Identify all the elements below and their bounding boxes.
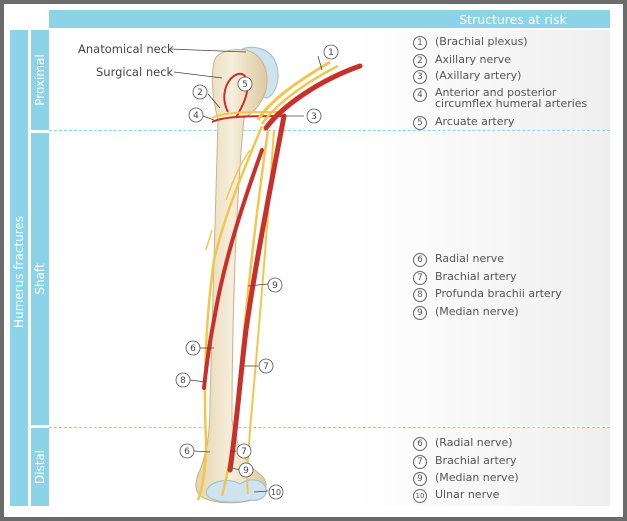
list-number: 3	[413, 70, 427, 84]
divider-proximal-shaft	[49, 130, 610, 131]
list-text: (Median nerve)	[435, 305, 519, 318]
marker-6-distal	[179, 443, 195, 459]
marker-2	[192, 84, 208, 100]
list-item: 2 Axillary nerve	[413, 53, 511, 68]
list-item: 9 (Median nerve)	[413, 471, 519, 486]
marker-4-text: 4	[193, 111, 199, 121]
list-number: 4	[413, 88, 427, 102]
brachial-artery	[227, 113, 287, 473]
list-item: 4 Anterior and posterior circumflex humer…	[413, 87, 605, 109]
marker-7-text: 7	[263, 362, 269, 372]
region-bar-proximal	[31, 30, 49, 130]
region-bar-distal	[31, 428, 49, 506]
marker-8-text: 8	[180, 376, 186, 386]
radial-nerve	[196, 125, 264, 501]
marker-2-text: 2	[197, 88, 203, 98]
list-text: Anterior and posterior circumflex humera…	[435, 86, 588, 110]
list-number: 7	[413, 271, 427, 285]
marker-9-text: 9	[272, 281, 278, 291]
list-text: Axillary nerve	[435, 53, 512, 66]
list-number: 9	[413, 306, 427, 320]
header-bar	[49, 10, 610, 28]
marker-1-text: 1	[328, 48, 334, 58]
nerve-branch-2	[205, 229, 213, 251]
list-number: 6	[413, 437, 427, 451]
header-title: Structures at risk	[459, 12, 567, 27]
divider-shaft-distal	[49, 427, 610, 428]
list-item: 7 Brachial artery	[413, 454, 517, 469]
list-number: 2	[413, 54, 427, 68]
nerve-branch	[225, 149, 251, 201]
brachial-plexus-2	[260, 64, 339, 125]
list-number: 10	[413, 489, 427, 503]
list-text: Ulnar nerve	[435, 488, 500, 501]
marker-9-distal-text: 9	[243, 466, 249, 476]
zone-distal	[49, 428, 610, 506]
list-text: (Median nerve)	[435, 471, 519, 484]
marker-5-text: 5	[242, 80, 248, 90]
list-number: 7	[413, 455, 427, 469]
list-text: (Brachial plexus)	[435, 35, 528, 48]
leader-anatomical-neck	[169, 48, 247, 53]
marker-7	[258, 358, 274, 374]
marker-6-distal-text: 6	[184, 447, 190, 457]
list-item: 8 Profunda brachii artery	[413, 287, 562, 302]
list-item: 3 (Axillary artery)	[413, 69, 521, 84]
list-number: 5	[413, 116, 427, 130]
list-text: (Axillary artery)	[435, 69, 522, 82]
marker-9	[267, 277, 283, 293]
list-item: 6 (Radial nerve)	[413, 436, 513, 451]
list-text: (Radial nerve)	[435, 436, 513, 449]
list-text: Arcuate artery	[435, 115, 515, 128]
list-item: 10 Ulnar nerve	[413, 488, 499, 503]
list-item: 1 (Brachial plexus)	[413, 35, 528, 50]
list-text: Radial nerve	[435, 252, 505, 265]
marker-9-distal	[238, 462, 254, 478]
list-text: Brachial artery	[435, 270, 517, 283]
zone-shaft	[49, 132, 610, 426]
marker-7-distal-text: 7	[241, 447, 247, 457]
list-number: 6	[413, 253, 427, 267]
list-number: 8	[413, 288, 427, 302]
list-number: 1	[413, 36, 427, 50]
axillary-artery	[263, 63, 363, 131]
marker-6-text: 6	[190, 344, 196, 354]
marker-1	[323, 44, 339, 60]
side-label-bar	[10, 30, 28, 506]
list-number: 9	[413, 472, 427, 486]
marker-3	[306, 108, 322, 124]
marker-8	[175, 372, 191, 388]
marker-5	[237, 76, 253, 92]
list-item: 5 Arcuate artery	[413, 115, 515, 130]
distal-cartilage	[205, 479, 267, 503]
region-bar-shaft	[31, 133, 49, 425]
leader-surgical-neck	[173, 71, 223, 79]
callout-anatomical-neck: Anatomical neck	[78, 42, 174, 56]
callout-surgical-neck: Surgical neck	[96, 65, 174, 79]
marker-3-text: 3	[311, 112, 317, 122]
marker-6	[185, 340, 201, 356]
profunda-brachii-artery	[202, 148, 264, 390]
list-item: 7 Brachial artery	[413, 270, 517, 285]
list-item: 9 (Median nerve)	[413, 305, 519, 320]
marker-10-text: 10	[271, 488, 281, 497]
marker-7-distal	[236, 443, 252, 459]
list-text: Brachial artery	[435, 454, 517, 467]
marker-10	[268, 484, 284, 500]
list-item: 6 Radial nerve	[413, 252, 504, 267]
marker-4	[188, 107, 204, 123]
list-text: Profunda brachii artery	[435, 287, 562, 300]
